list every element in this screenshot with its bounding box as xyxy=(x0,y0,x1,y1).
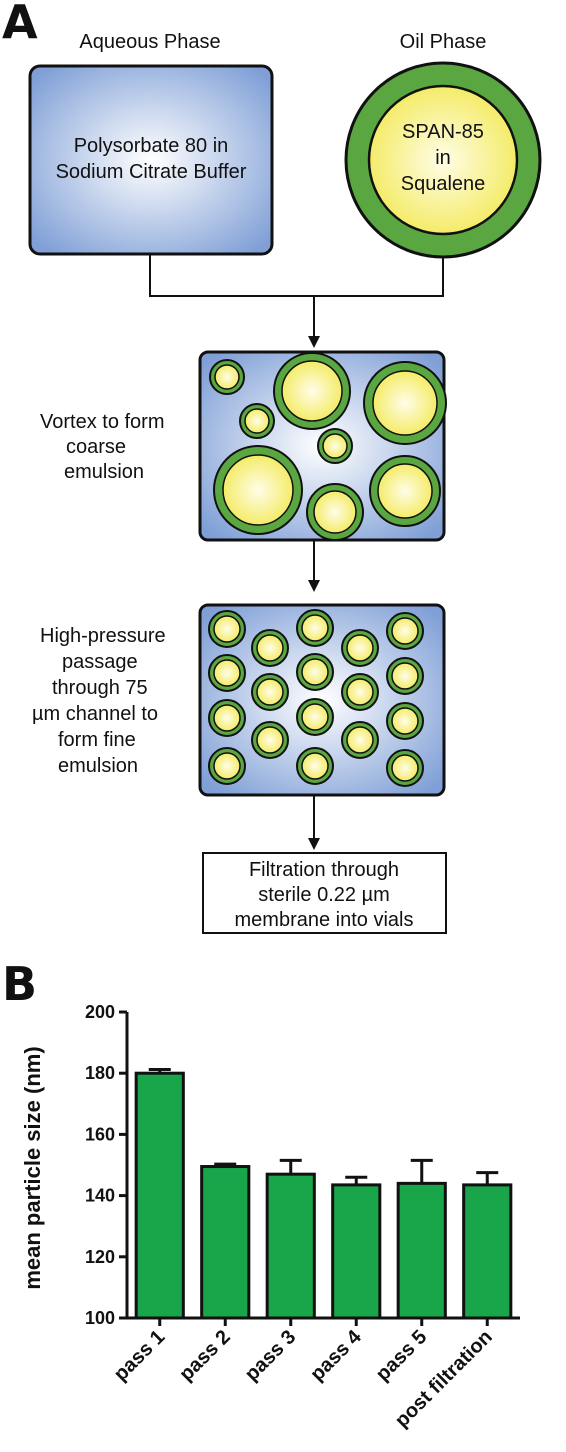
step2-line-3: through 75 xyxy=(52,677,148,699)
panel-b-letter: B xyxy=(2,957,37,1011)
fine-droplet-core xyxy=(301,614,329,642)
aqueous-phase-box xyxy=(28,64,274,256)
aqueous-box-line-2: Sodium Citrate Buffer xyxy=(56,161,247,183)
final-box-line-3: membrane into vials xyxy=(235,909,414,931)
oil-circle-line-2: in xyxy=(435,147,451,169)
step2-line-4: µm channel to xyxy=(32,703,158,725)
fine-droplet-core xyxy=(213,704,241,732)
fine-droplet-core xyxy=(391,662,419,690)
step1-line-2: coarse xyxy=(66,436,126,458)
fine-droplet-core xyxy=(346,634,374,662)
fine-droplet-core xyxy=(301,752,329,780)
aqueous-box-line-1: Polysorbate 80 in xyxy=(74,135,229,157)
y-tick-label: 100 xyxy=(85,1308,115,1328)
oil-phase-title: Oil Phase xyxy=(400,31,487,53)
filtration-box xyxy=(202,852,447,934)
step1-line-3: emulsion xyxy=(64,461,144,483)
fine-droplet-core xyxy=(391,754,419,782)
oil-circle-line-3: Squalene xyxy=(401,173,486,195)
fine-droplet-core xyxy=(346,678,374,706)
arrow-1-head xyxy=(308,336,320,348)
step2-line-1: High-pressure xyxy=(40,625,166,647)
fine-droplets xyxy=(208,609,424,787)
coarse-droplets xyxy=(209,352,447,541)
fine-droplet-core xyxy=(213,659,241,687)
fine-droplet-core xyxy=(213,615,241,643)
fine-droplet-core xyxy=(391,617,419,645)
final-box-line-2: sterile 0.22 µm xyxy=(258,884,390,906)
step2-line-5: form fine xyxy=(58,729,136,751)
step2-line-6: emulsion xyxy=(58,755,138,777)
step1-line-1: Vortex to form xyxy=(40,411,165,433)
y-tick-label: 180 xyxy=(85,1063,115,1083)
y-tick-label: 160 xyxy=(85,1124,115,1144)
fine-droplet-core xyxy=(391,707,419,735)
fine-droplet-core xyxy=(301,658,329,686)
x-tick-label: pass 2 xyxy=(175,1326,235,1386)
bar xyxy=(462,1183,513,1320)
fine-droplet-core xyxy=(301,703,329,731)
x-tick-label: pass 1 xyxy=(110,1326,170,1386)
aqueous-phase-title: Aqueous Phase xyxy=(79,31,220,53)
merge-connector xyxy=(149,254,444,297)
x-tick-label: pass 4 xyxy=(306,1325,366,1385)
bar xyxy=(396,1181,447,1320)
y-tick-label: 200 xyxy=(85,1002,115,1022)
fine-droplet-core xyxy=(256,678,284,706)
final-box-line-1: Filtration through xyxy=(249,859,399,881)
x-tick-label: pass 3 xyxy=(241,1326,301,1386)
arrow-2-head xyxy=(308,580,320,592)
y-tick-label: 140 xyxy=(85,1186,115,1206)
oil-circle-line-1: SPAN-85 xyxy=(402,121,484,143)
x-tick-label: pass 5 xyxy=(372,1326,432,1386)
oil-phase-core xyxy=(367,84,519,236)
step2-line-2: passage xyxy=(62,651,138,673)
fine-droplet-core xyxy=(256,634,284,662)
bar xyxy=(265,1172,316,1320)
y-axis-label: mean particle size (nm) xyxy=(20,1046,45,1289)
fine-droplet-core xyxy=(213,752,241,780)
bar xyxy=(200,1165,251,1320)
y-tick-label: 120 xyxy=(85,1247,115,1267)
fine-droplet-core xyxy=(346,726,374,754)
fine-droplet-core xyxy=(256,726,284,754)
bar xyxy=(134,1071,185,1320)
panel-a-letter: A xyxy=(2,0,38,49)
bar xyxy=(331,1183,382,1320)
arrow-3-head xyxy=(308,838,320,850)
